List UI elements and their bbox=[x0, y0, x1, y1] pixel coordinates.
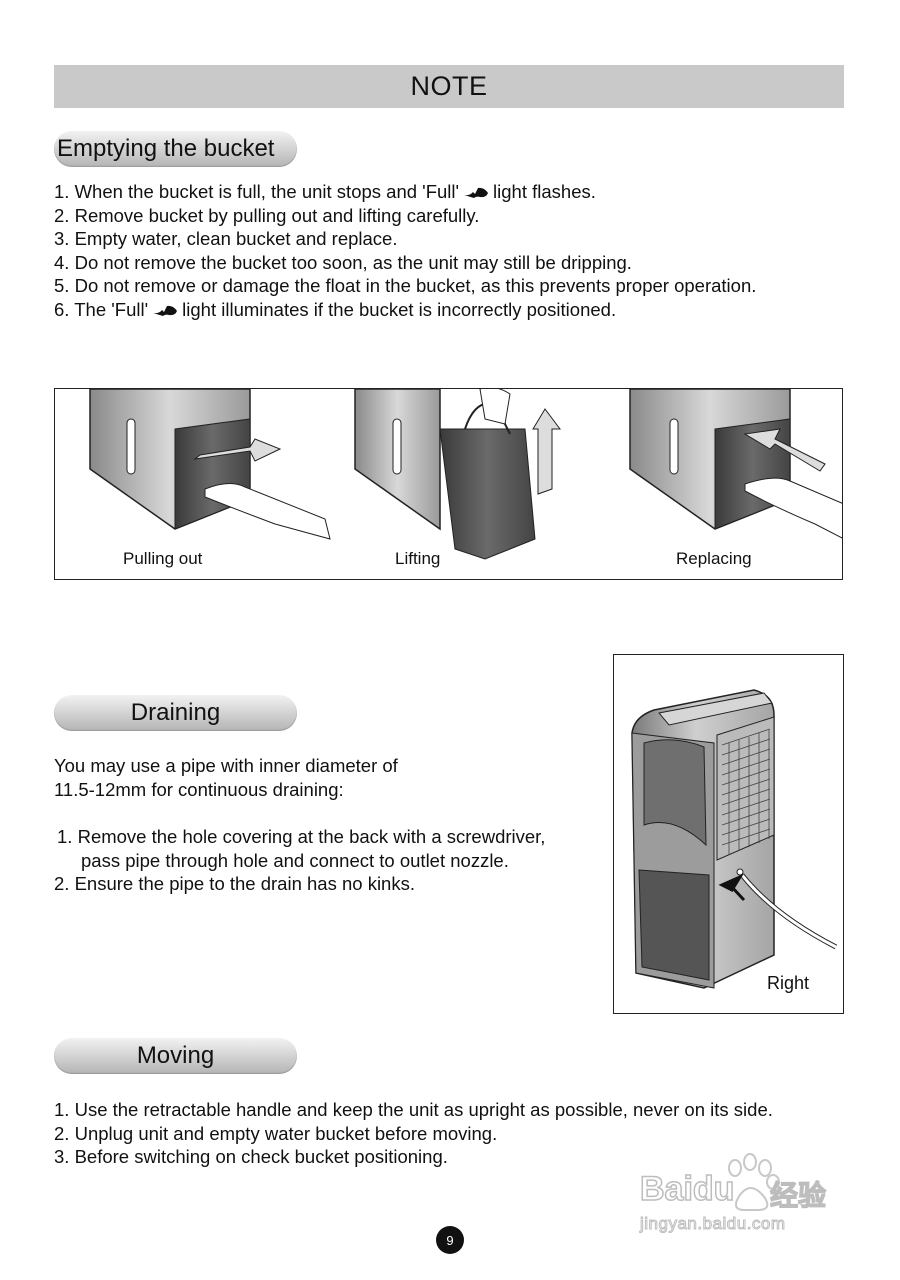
section-heading-label: Emptying the bucket bbox=[57, 135, 275, 162]
water-drop-icon bbox=[464, 187, 489, 198]
draining-list: 1. Remove the hole covering at the back … bbox=[54, 825, 564, 896]
list-item: 1. Use the retractable handle and keep t… bbox=[54, 1099, 773, 1120]
list-item: 1. Remove the hole covering at the back … bbox=[57, 826, 546, 871]
list-item: 3. Empty water, clean bucket and replace… bbox=[54, 228, 398, 249]
page-number-label: 9 bbox=[446, 1232, 454, 1248]
bucket-steps-illustration bbox=[89, 389, 842, 560]
draining-intro-line: 11.5-12mm for continuous draining: bbox=[54, 778, 344, 800]
list-item: 3. Before switching on check bucket posi… bbox=[54, 1146, 448, 1167]
watermark-cn: 经验 bbox=[769, 1179, 827, 1211]
draining-intro-line: You may use a pipe with inner diameter o… bbox=[54, 755, 398, 776]
section-heading-label: Draining bbox=[130, 699, 221, 726]
unit-pulling-out bbox=[89, 389, 331, 540]
unit-replacing bbox=[629, 389, 842, 539]
drain-figure: Right bbox=[613, 654, 844, 1014]
emptying-list: 1. When the bucket is full, the unit sto… bbox=[54, 180, 814, 321]
moving-list: 1. Use the retractable handle and keep t… bbox=[54, 1098, 844, 1169]
water-drop-icon bbox=[153, 305, 178, 316]
caption-right: Right bbox=[767, 973, 810, 993]
list-item: 2. Unplug unit and empty water bucket be… bbox=[54, 1122, 498, 1144]
list-item: 6. The 'Full'light illuminates if the bu… bbox=[54, 298, 617, 320]
note-title-bar: NOTE bbox=[54, 65, 844, 108]
bucket-steps-figure: Pulling out Lifting Replacing bbox=[54, 388, 843, 580]
page-title: NOTE bbox=[410, 71, 488, 101]
draining-intro: You may use a pipe with inner diameter o… bbox=[54, 754, 398, 801]
list-item: 2. Remove bucket by pulling out and lift… bbox=[54, 204, 480, 226]
baidu-paw-logo bbox=[728, 1153, 780, 1211]
caption-replacing: Replacing bbox=[676, 549, 752, 568]
caption-pulling-out: Pulling out bbox=[123, 549, 203, 568]
section-heading-draining: Draining bbox=[54, 695, 297, 731]
watermark-brand: Baidu bbox=[639, 1169, 735, 1209]
section-heading-label: Moving bbox=[136, 1042, 215, 1069]
list-item: 4. Do not remove the bucket too soon, as… bbox=[54, 251, 632, 273]
list-item: 1. When the bucket is full, the unit sto… bbox=[54, 181, 596, 202]
page-number: 9 bbox=[436, 1226, 464, 1254]
section-heading-moving: Moving bbox=[54, 1038, 297, 1074]
list-item: 2. Ensure the pipe to the drain has no k… bbox=[54, 873, 415, 894]
dehumidifier-rear-illustration bbox=[631, 689, 838, 989]
caption-lifting: Lifting bbox=[395, 549, 441, 568]
section-heading-emptying: Emptying the bucket bbox=[54, 131, 297, 167]
list-item: 5. Do not remove or damage the float in … bbox=[54, 275, 757, 296]
unit-lifting bbox=[354, 389, 561, 560]
watermark-url: jingyan.baidu.com bbox=[640, 1214, 786, 1234]
baidu-watermark: Baidu 经验 jingyan.baidu.com bbox=[639, 1150, 850, 1250]
